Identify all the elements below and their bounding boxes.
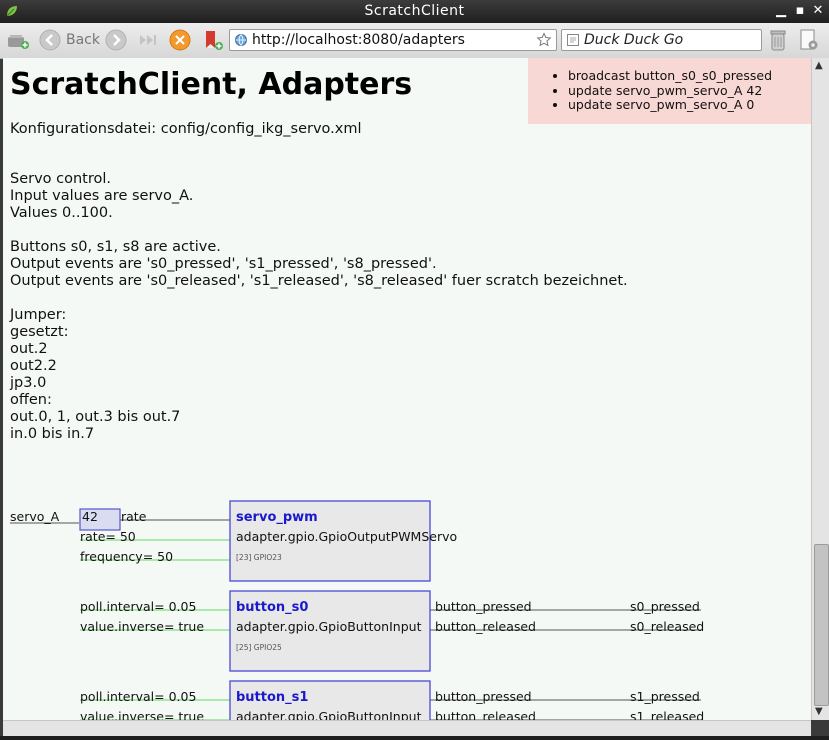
s1-output-released: button_released: [435, 709, 536, 720]
page-title: ScratchClient, Adapters: [10, 67, 413, 102]
servo-value-text: 42: [82, 509, 98, 524]
bookmark-star-icon[interactable]: [536, 32, 552, 48]
button-s1-adapter-box[interactable]: [229, 680, 431, 720]
s0-event-pressed: s0_pressed: [630, 599, 700, 614]
url-text: http://localhost:8080/adapters: [252, 32, 465, 48]
description-line: out.0, 1, out.3 bis out.7: [10, 409, 181, 425]
servo-adapter-box[interactable]: [229, 500, 431, 582]
s0-event-released: s0_released: [630, 619, 704, 634]
description-line: Buttons s0, s1, s8 are active.: [10, 239, 221, 255]
description-line: out2.2: [10, 358, 57, 374]
browser-toolbar: Back http://localhost:8080/adapters Duck…: [0, 23, 829, 59]
s0-param-poll: poll.interval= 0.05: [80, 599, 196, 614]
scroll-down-arrow-icon[interactable]: ▼: [815, 706, 823, 717]
back-button-label[interactable]: Back: [66, 32, 100, 48]
description-line: gesetzt:: [10, 324, 69, 340]
description-line: Servo control.: [10, 171, 112, 187]
bookmark-add-icon[interactable]: [201, 28, 225, 52]
app-leaf-icon: [6, 6, 17, 17]
scrollbar-thumb[interactable]: [814, 544, 829, 706]
description-line: Jumper:: [10, 307, 67, 323]
description-line: Output events are 's0_pressed', 's1_pres…: [10, 256, 437, 272]
description-line: out.2: [10, 341, 48, 357]
description-line: Input values are servo_A.: [10, 188, 194, 204]
button-s0-gpio: [25] GPIO25: [236, 643, 282, 652]
forward-icon[interactable]: [104, 28, 128, 52]
message-item: update servo_pwm_servo_A 42: [568, 83, 772, 99]
search-input[interactable]: Duck Duck Go: [561, 29, 762, 51]
new-tab-icon[interactable]: [6, 28, 30, 52]
search-placeholder-text: Duck Duck Go: [584, 32, 684, 48]
settings-page-icon[interactable]: [797, 28, 821, 52]
message-item: update servo_pwm_servo_A 0: [568, 97, 772, 113]
close-button[interactable]: ✕: [812, 3, 824, 18]
description-text: Servo control. Input values are servo_A.…: [10, 171, 628, 443]
description-line: Values 0..100.: [10, 205, 113, 221]
servo-input-name: servo_A: [10, 509, 60, 524]
button-s1-name: button_s1: [236, 690, 308, 705]
back-icon[interactable]: [38, 28, 62, 52]
servo-adapter-class: adapter.gpio.GpioOutputPWMServo: [236, 529, 457, 544]
maximize-button[interactable]: ▪: [795, 3, 805, 18]
s0-output-released: button_released: [435, 619, 536, 634]
description-line: in.0 bis in.7: [10, 426, 95, 442]
window-title: ScratchClient: [364, 3, 465, 19]
config-file-line: Konfigurationsdatei: config/config_ikg_s…: [10, 121, 362, 137]
vertical-scrollbar[interactable]: ▲ ▼: [811, 58, 829, 720]
description-line: jp3.0: [10, 375, 47, 391]
s1-param-poll: poll.interval= 0.05: [80, 689, 196, 704]
button-s0-class: adapter.gpio.GpioButtonInput: [236, 619, 422, 634]
message-item: broadcast button_s0_s0_pressed: [568, 68, 772, 84]
servo-adapter-gpio: [23] GPIO23: [236, 553, 282, 562]
stop-reload-icon[interactable]: [168, 28, 192, 52]
page-globe-icon: [235, 34, 247, 46]
minimize-button[interactable]: ▁: [776, 3, 786, 18]
window-titlebar: ScratchClient ▁ ▪ ✕: [0, 0, 829, 23]
servo-param-rate: rate= 50: [80, 529, 136, 544]
s1-event-pressed: s1_pressed: [630, 689, 700, 704]
s0-output-pressed: button_pressed: [435, 599, 532, 614]
s0-param-inverse: value.inverse= true: [80, 619, 204, 634]
search-engine-icon: [567, 34, 579, 46]
window-bottom-edge: [0, 736, 829, 740]
button-s0-name: button_s0: [236, 600, 308, 615]
servo-adapter-name: servo_pwm: [236, 510, 318, 525]
fast-forward-icon[interactable]: [136, 28, 160, 52]
s1-param-inverse: value.inverse= true: [80, 709, 204, 720]
url-input[interactable]: http://localhost:8080/adapters: [229, 29, 557, 51]
s1-output-pressed: button_pressed: [435, 689, 532, 704]
servo-param-frequency: frequency= 50: [80, 549, 173, 564]
message-log-panel: broadcast button_s0_s0_pressed update se…: [528, 58, 811, 124]
button-s1-class: adapter.gpio.GpioButtonInput: [236, 709, 422, 720]
trash-icon[interactable]: [766, 28, 790, 52]
servo-input-label: rate: [121, 509, 147, 524]
horizontal-scrollbar[interactable]: [3, 720, 811, 737]
description-line: offen:: [10, 392, 52, 408]
description-line: Output events are 's0_released', 's1_rel…: [10, 273, 628, 289]
s1-event-released: s1_released: [630, 709, 704, 720]
button-s0-adapter-box[interactable]: [229, 590, 431, 672]
adapter-diagram: servo_A 42 rate rate= 50 frequency= 50 s…: [10, 500, 704, 720]
page-content: ScratchClient, Adapters Konfigurationsda…: [3, 58, 811, 720]
scroll-up-arrow-icon[interactable]: ▲: [815, 60, 823, 71]
